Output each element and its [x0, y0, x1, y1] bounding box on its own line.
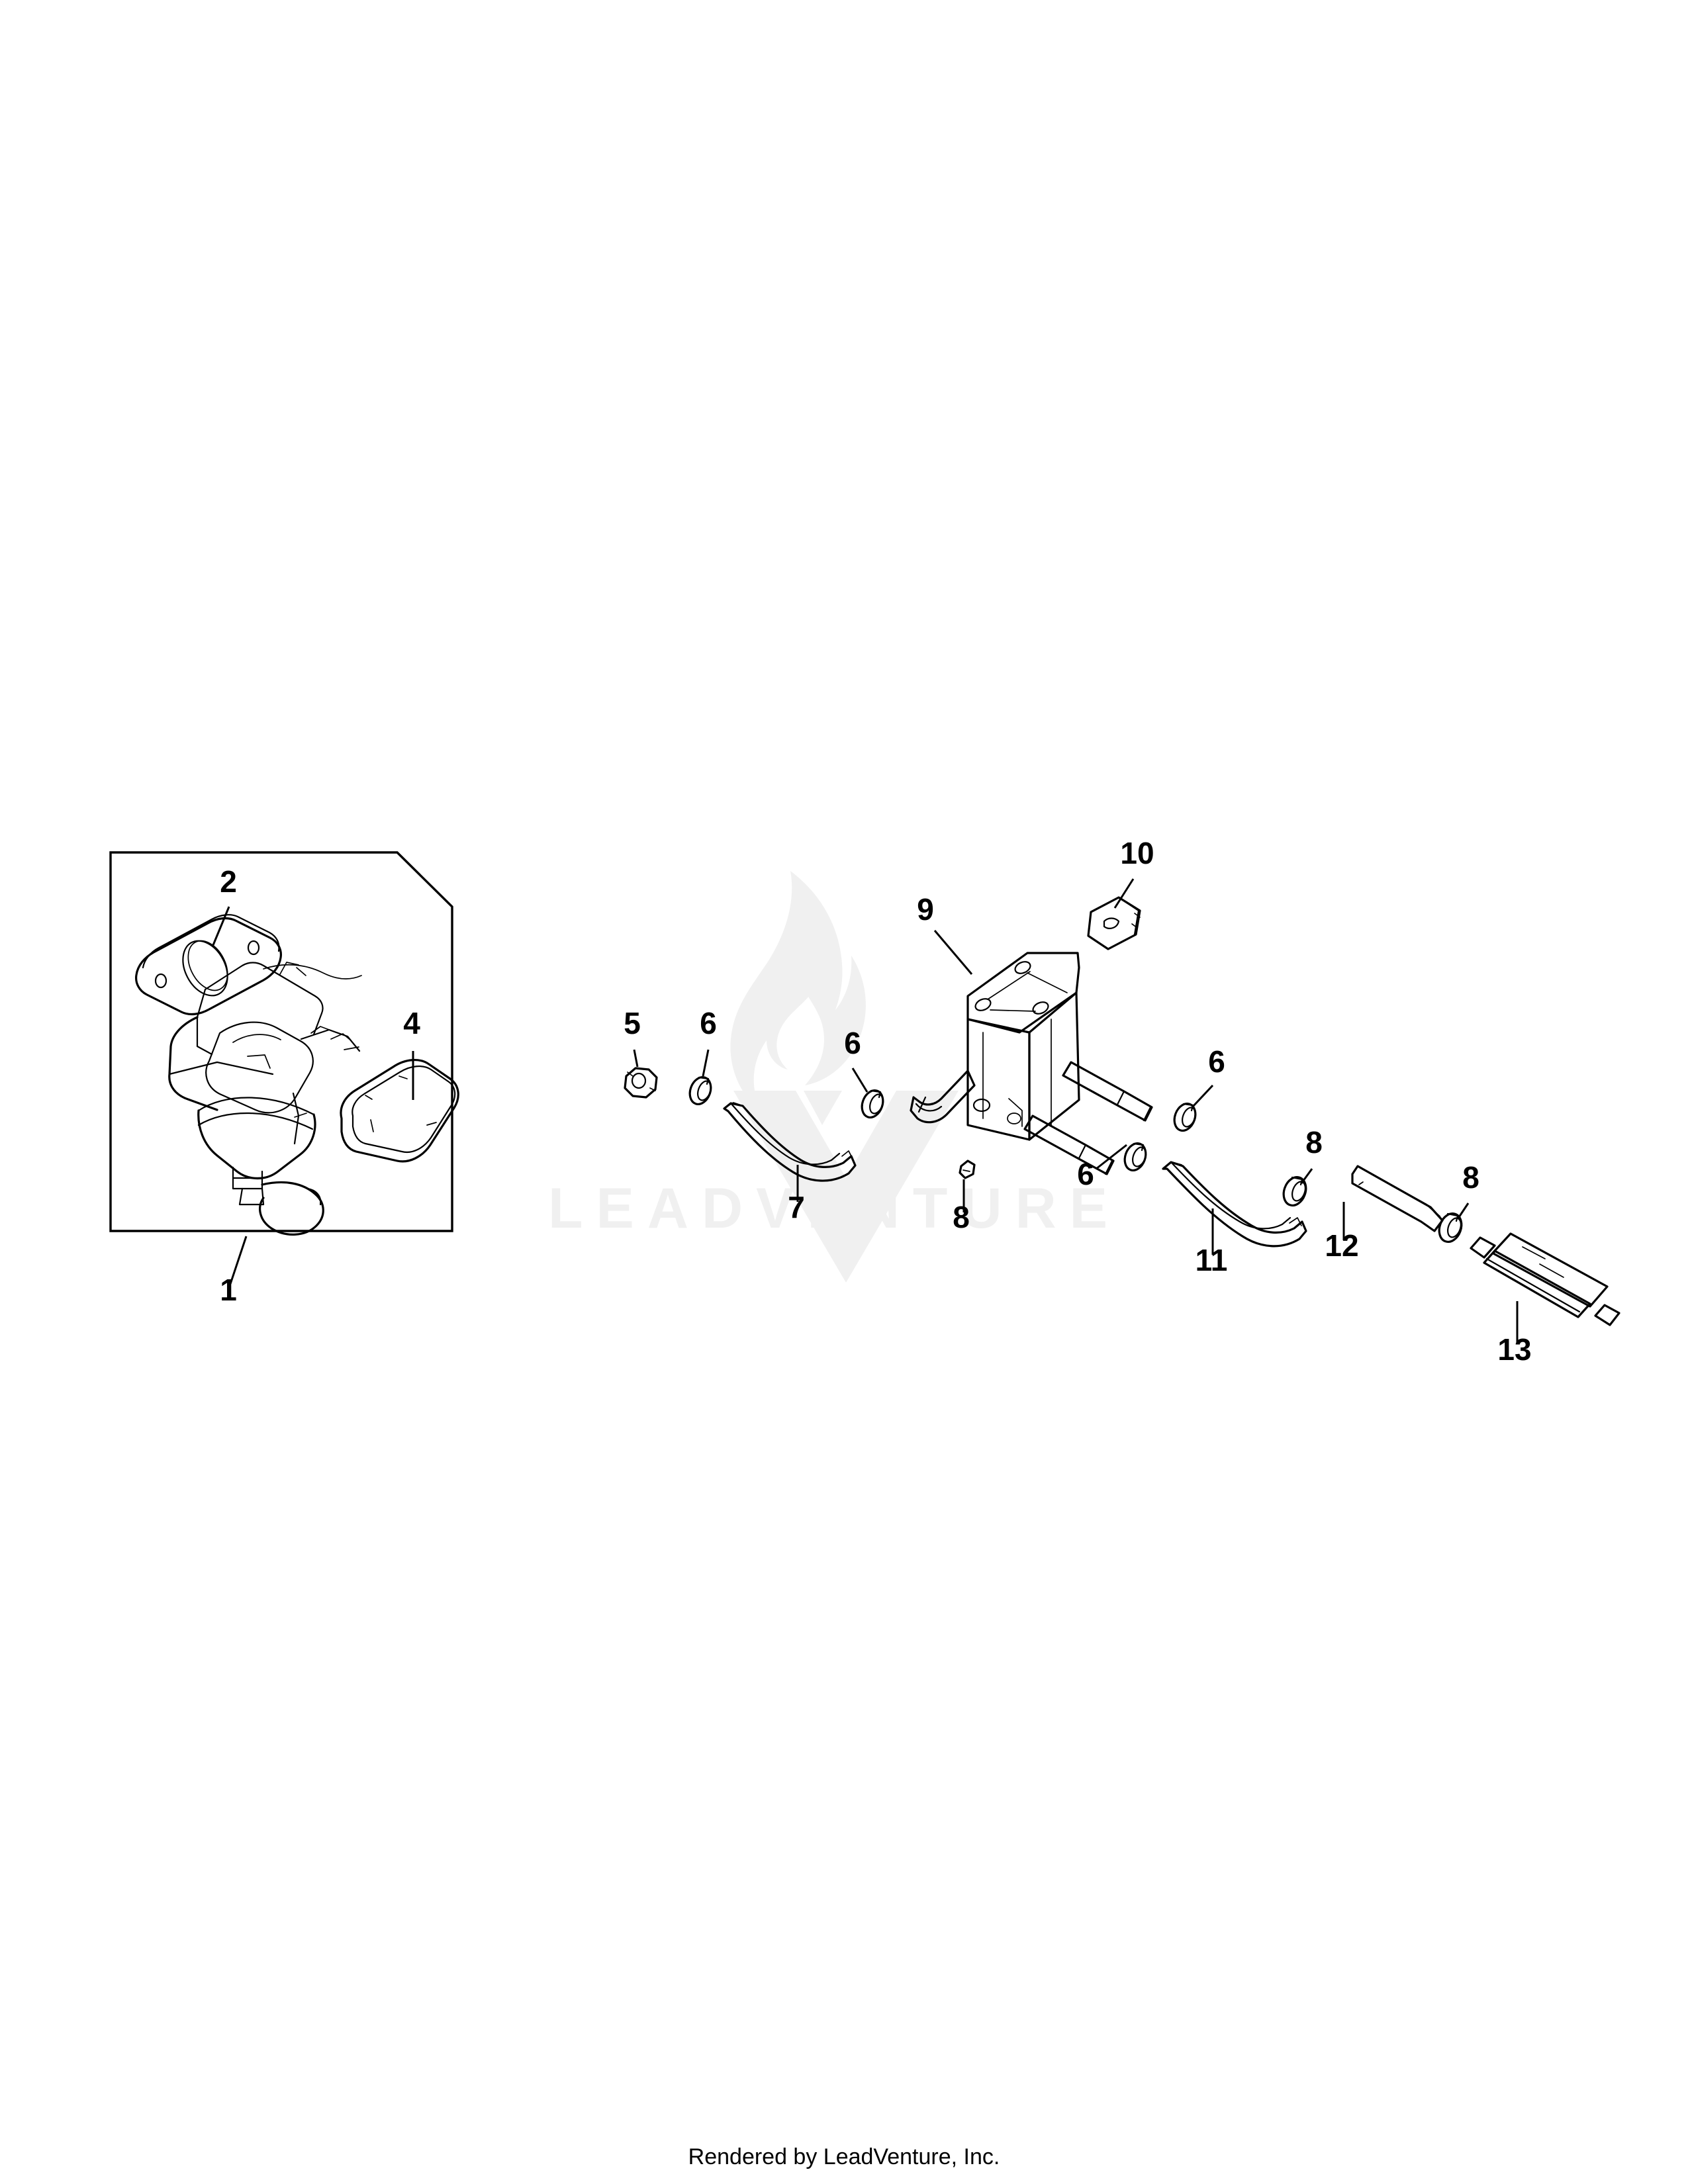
callout-leader-lines	[212, 878, 1519, 1343]
callout-numbers-layer: 2 1 4 5 6 6 6 6 7 8 8 8 9 10 11 12 13	[220, 836, 1531, 1367]
callout-10[interactable]: 10	[1120, 836, 1154, 870]
footer-attribution: Rendered by LeadVenture, Inc.	[688, 2144, 1000, 2169]
fuel-fitting-nut-part	[624, 1067, 658, 1099]
fuel-hose-segment-part	[1351, 1165, 1444, 1232]
callout-6c[interactable]: 6	[1208, 1044, 1225, 1079]
callout-5[interactable]: 5	[624, 1006, 641, 1040]
fuel-pump-clip-part	[1087, 896, 1141, 950]
fuel-hose-long-part	[1162, 1161, 1307, 1248]
carburetor-flange-gasket-part	[135, 914, 282, 1016]
carburetor-body-part	[168, 962, 362, 1236]
hose-clamp-part	[688, 1076, 1197, 1171]
callout-7[interactable]: 7	[788, 1190, 805, 1224]
fuel-pump-body-part	[910, 952, 1153, 1175]
watermark-text: LEADVENTURE	[548, 1177, 1121, 1240]
carburetor-assembly-box	[109, 851, 453, 1232]
callout-11[interactable]: 11	[1196, 1243, 1228, 1277]
callout-6b[interactable]: 6	[844, 1026, 861, 1060]
fuel-filter-part	[1470, 1232, 1620, 1326]
callout-8c[interactable]: 8	[1462, 1160, 1479, 1195]
callout-13[interactable]: 13	[1497, 1332, 1531, 1367]
carburetor-body-gasket-part	[340, 1059, 459, 1163]
leadventure-flame-v-logo	[730, 871, 959, 1283]
callout-6d[interactable]: 6	[1077, 1157, 1094, 1191]
callout-12[interactable]: 12	[1325, 1228, 1358, 1263]
callout-8b[interactable]: 8	[1305, 1125, 1323, 1160]
fuel-hose-short-part	[723, 1102, 857, 1182]
callout-4[interactable]: 4	[403, 1006, 420, 1040]
callout-9[interactable]: 9	[917, 892, 934, 927]
callout-6a[interactable]: 6	[700, 1006, 717, 1040]
callout-2[interactable]: 2	[220, 864, 237, 899]
callout-1[interactable]: 1	[220, 1273, 237, 1307]
callout-8a[interactable]: 8	[953, 1200, 970, 1234]
